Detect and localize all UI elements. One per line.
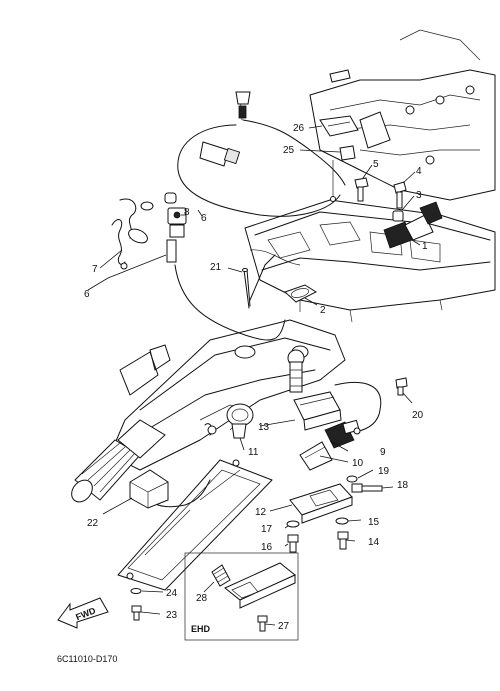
part-23-screw <box>131 605 142 621</box>
callout-6-upper: 6 <box>201 213 207 224</box>
callout-27: 27 <box>278 621 290 632</box>
callout-12: 12 <box>255 507 267 518</box>
wire-connector-top <box>199 91 251 167</box>
part-24-washer <box>130 588 142 594</box>
part-10-knob <box>299 441 333 471</box>
part-5-bolt <box>354 177 369 202</box>
part-6-stop-switch <box>166 207 187 263</box>
part-8-cap <box>164 192 177 204</box>
callout-22: 22 <box>87 518 99 529</box>
callout-18: 18 <box>397 480 409 491</box>
fwd-arrow: FWD <box>57 597 109 629</box>
callout-5: 5 <box>373 159 379 170</box>
callout-7: 7 <box>92 264 98 275</box>
part-20-screw <box>395 377 408 396</box>
wiring-harness <box>139 94 382 508</box>
callout-24: 24 <box>166 588 178 599</box>
throttle-grip <box>71 419 166 503</box>
part-16-bolt <box>287 534 299 553</box>
callout-16: 16 <box>261 542 273 553</box>
callout-6-lower: 6 <box>84 289 90 300</box>
callout-21: 21 <box>210 262 222 273</box>
callout-8: 8 <box>184 207 190 218</box>
part-13-cover <box>293 391 342 431</box>
part-7-lanyard <box>111 198 154 270</box>
part-12-plate <box>289 483 353 524</box>
callout-25: 25 <box>283 145 295 156</box>
part-14-bolt <box>337 531 349 550</box>
callout-23: 23 <box>166 610 178 621</box>
diagram-code: 6C11010-D170 <box>57 654 117 664</box>
part-3-collar <box>392 210 404 222</box>
callout-20: 20 <box>412 410 424 421</box>
tiller-lower-cover <box>117 459 273 591</box>
callout-11: 11 <box>248 447 259 458</box>
part-25-clip <box>330 145 356 202</box>
callout-labels: 1 2 3 4 5 6 6 7 8 9 10 11 12 13 14 15 16… <box>84 123 428 632</box>
part-22-switch-box <box>129 469 169 509</box>
part-2-grommet <box>284 284 318 303</box>
callout-2: 2 <box>320 305 326 316</box>
leader-lines <box>87 125 421 626</box>
callout-1: 1 <box>422 241 428 252</box>
callout-4: 4 <box>416 166 422 177</box>
part-21-pin <box>242 268 251 309</box>
callout-28: 28 <box>196 593 208 604</box>
callout-15: 15 <box>368 517 380 528</box>
callout-19: 19 <box>378 466 390 477</box>
part-1-switch <box>383 201 443 249</box>
callout-17: 17 <box>261 524 273 535</box>
part-15-washer <box>335 517 349 525</box>
part-4-bolt <box>393 181 407 209</box>
callout-3: 3 <box>416 190 422 201</box>
ehd-label: EHD <box>191 624 211 634</box>
part-26-plate <box>319 115 359 137</box>
bottom-cowling <box>244 199 496 323</box>
callout-9: 9 <box>380 447 386 458</box>
callout-26: 26 <box>293 123 305 134</box>
part-11-clamp <box>204 403 254 439</box>
part-17-washer <box>286 520 300 528</box>
steering-friction-lever <box>287 349 305 393</box>
mounting-bracket <box>309 29 496 201</box>
part-18-bolt <box>351 483 383 493</box>
ehd-inset: EHD <box>184 552 299 641</box>
part-9-switch <box>324 419 361 449</box>
callout-10: 10 <box>352 458 364 469</box>
part-28-button <box>211 564 231 587</box>
callout-13: 13 <box>258 422 270 433</box>
callout-14: 14 <box>368 537 380 548</box>
part-19-washer <box>346 475 358 483</box>
